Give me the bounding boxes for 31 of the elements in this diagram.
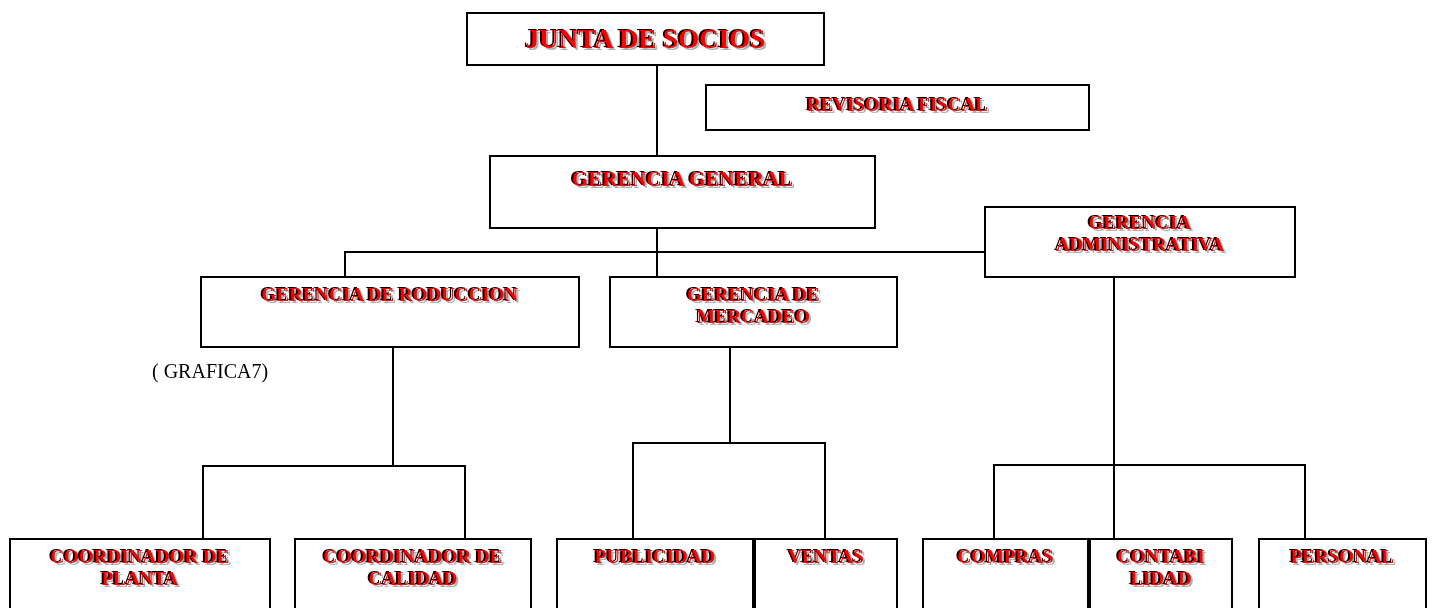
connector-line (656, 65, 658, 156)
org-box (9, 538, 271, 608)
box-title: VENTAS (788, 546, 864, 568)
box-title: GERENCIA GENERAL (571, 167, 794, 192)
org-box (1258, 538, 1427, 608)
connector-line (392, 347, 466, 539)
org-box (466, 12, 825, 66)
box-title: GERENCIA DE RODUCCION (261, 284, 519, 306)
org-box (922, 538, 1089, 608)
org-box (754, 538, 898, 608)
org-box (609, 276, 898, 348)
org-box (1089, 538, 1233, 608)
box-title: COORDINADOR DE CALIDAD (322, 546, 504, 590)
connector-line (656, 228, 985, 253)
figure-note: ( GRAFICA7) (152, 360, 269, 383)
connector-line (729, 347, 826, 539)
box-title: JUNTA DE SOCIOS (525, 24, 766, 56)
org-box (556, 538, 754, 608)
org-box (705, 84, 1090, 131)
box-title: REVISORIA FISCAL (806, 94, 989, 116)
box-title: COMPRAS (957, 546, 1054, 568)
org-box (294, 538, 532, 608)
box-title: GERENCIA DE MERCADEO (686, 284, 821, 328)
org-box (489, 155, 876, 229)
org-box (200, 276, 580, 348)
box-title: COORDINADOR DE PLANTA (49, 546, 231, 590)
box-title: PERSONAL (1290, 546, 1395, 568)
box-title: CONTABI LIDAD (1116, 546, 1206, 590)
box-title: GERENCIA ADMINISTRATIVA (1054, 212, 1226, 256)
box-title: PUBLICIDAD (594, 546, 716, 568)
org-box (984, 206, 1296, 278)
